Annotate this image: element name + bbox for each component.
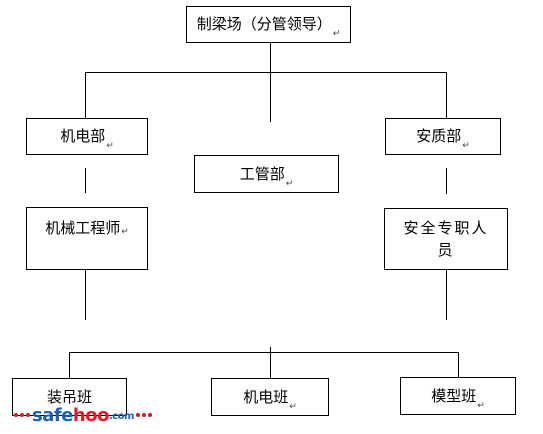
connector-center-bottom [270,347,271,353]
connector-to-electrical [270,352,271,378]
watermark-text-2: hoo [72,404,110,426]
connector-safety-down [446,270,447,320]
watermark-text-3: .com [108,411,135,422]
node-anzhibu-label: 安质部 [416,127,462,146]
node-root-label: 制梁场（分管领导） [196,15,332,34]
node-engineer: 机械工程师↵ [26,207,148,270]
connector-to-gongguanbu [270,72,271,122]
node-electrical-team: 机电班↵ [211,378,329,416]
connector-anzhibu-safety [446,168,447,194]
connector-bottom-bus [69,352,458,353]
node-root: 制梁场（分管领导）↵ [186,6,351,43]
node-anzhibu: 安质部↵ [385,118,501,155]
node-hoisting-team-label: 装吊班 [46,387,92,406]
node-jidianbu-label: 机电部 [60,127,106,146]
connector-to-hoisting [69,352,70,378]
paragraph-mark: ↵ [332,28,341,39]
watermark-dots-left [14,411,30,419]
connector-to-jidianbu [85,72,86,118]
connector-root-down [270,43,271,73]
paragraph-mark: ↵ [121,227,129,237]
node-formwork-team-label: 模型班 [431,386,477,405]
watermark-text-1: safe [32,404,73,426]
connector-to-anzhibu [446,72,447,118]
paragraph-mark: ↵ [106,140,114,151]
connector-engineer-down [85,270,86,320]
node-electrical-team-label: 机电班 [243,387,289,406]
node-engineer-label: 机械工程师 [45,219,121,237]
node-gongguanbu-label: 工管部 [239,164,285,183]
safehoo-watermark-logo: safe hoo .com [14,404,152,426]
paragraph-mark: ↵ [289,401,297,412]
paragraph-mark: ↵ [477,400,485,411]
paragraph-mark: ↵ [462,140,470,151]
paragraph-mark: ↵ [285,178,294,189]
node-formwork-team: 模型班↵ [400,377,516,415]
node-safety-officer-label: 安全专职人员 [403,219,489,259]
node-gongguanbu: 工管部↵ [194,155,339,193]
connector-to-formwork [458,352,459,378]
node-safety-officer: 安全专职人员 [384,208,508,270]
connector-jidianbu-engineer [85,168,86,193]
node-hoisting-team: 装吊班 [12,378,127,416]
watermark-dots-right [135,411,152,419]
connector-top-bus [85,72,446,73]
node-jidianbu: 机电部↵ [26,118,148,155]
